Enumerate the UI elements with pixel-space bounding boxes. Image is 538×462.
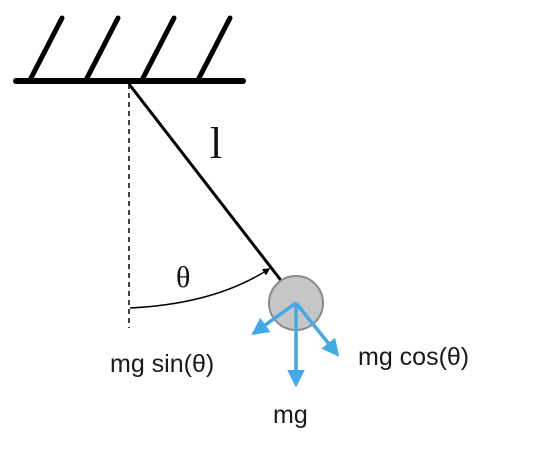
force-vectors xyxy=(251,301,340,388)
angle-label: θ xyxy=(176,261,190,294)
mg-label: mg xyxy=(273,401,308,429)
mg-cos-label: mg cos(θ) xyxy=(358,343,469,371)
ceiling-hatch-2 xyxy=(83,15,121,83)
cos-component-arrow xyxy=(294,301,340,357)
mg-sin-label: mg sin(θ) xyxy=(110,350,214,378)
pendulum-string xyxy=(127,83,285,284)
ceiling-hatch-3 xyxy=(139,15,177,83)
ceiling-hatch-1 xyxy=(27,15,65,83)
hatched-ceiling-icon xyxy=(13,15,246,84)
ceiling-hatch-4 xyxy=(195,15,233,83)
angle-arc xyxy=(129,268,271,309)
sin-component-arrow xyxy=(251,301,298,336)
length-label: l xyxy=(210,119,222,168)
